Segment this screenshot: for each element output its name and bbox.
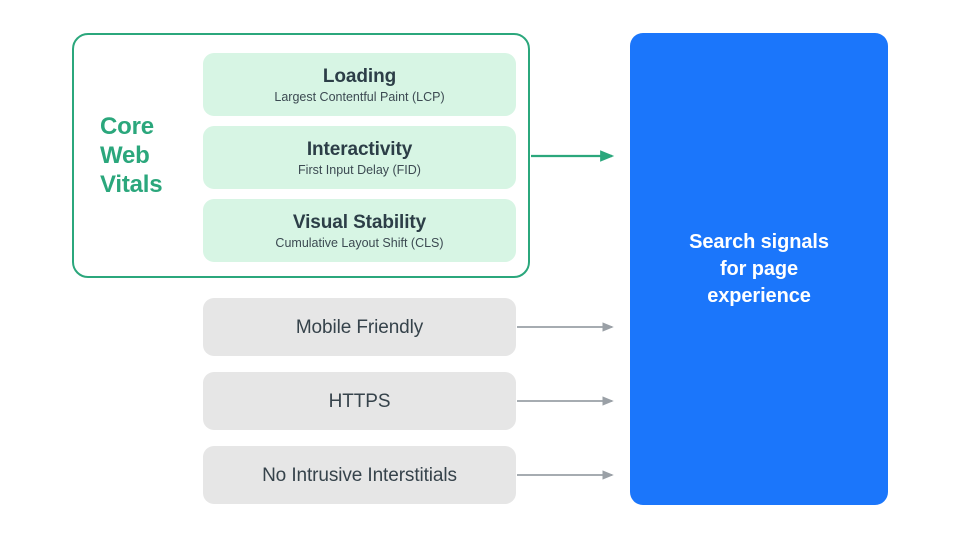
- search-signals-panel: Search signals for page experience: [630, 33, 888, 505]
- core-web-vitals-label-line-3: Vitals: [100, 171, 163, 198]
- metric-card-visual-stability: Visual Stability Cumulative Layout Shift…: [203, 199, 516, 262]
- signal-https: HTTPS: [203, 372, 516, 430]
- signal-mobile-friendly: Mobile Friendly: [203, 298, 516, 356]
- metric-card-interactivity: Interactivity First Input Delay (FID): [203, 126, 516, 189]
- metric-title-visual-stability: Visual Stability: [292, 211, 427, 233]
- signal-label-no-intrusive-interstitials: No Intrusive Interstitials: [262, 464, 457, 486]
- search-signals-line-2: for page: [719, 257, 799, 280]
- search-signals-line-3: experience: [707, 284, 811, 307]
- metric-subtitle-loading: Largest Contentful Paint (LCP): [274, 89, 445, 104]
- metric-card-loading: Loading Largest Contentful Paint (LCP): [203, 53, 516, 116]
- metric-title-interactivity: Interactivity: [306, 138, 413, 160]
- core-web-vitals-label-line-1: Core: [100, 113, 154, 140]
- signal-no-intrusive-interstitials: No Intrusive Interstitials: [203, 446, 516, 504]
- signal-label-https: HTTPS: [328, 390, 391, 412]
- metric-subtitle-interactivity: First Input Delay (FID): [298, 162, 421, 177]
- signal-label-mobile-friendly: Mobile Friendly: [295, 316, 424, 338]
- search-signals-line-1: Search signals: [689, 230, 829, 253]
- metric-subtitle-visual-stability: Cumulative Layout Shift (CLS): [275, 235, 444, 250]
- core-web-vitals-label: Core Web Vitals: [100, 112, 196, 199]
- search-signals-panel-text: Search signals for page experience: [675, 229, 843, 310]
- metric-title-loading: Loading: [322, 65, 397, 87]
- core-web-vitals-label-line-2: Web: [100, 142, 150, 169]
